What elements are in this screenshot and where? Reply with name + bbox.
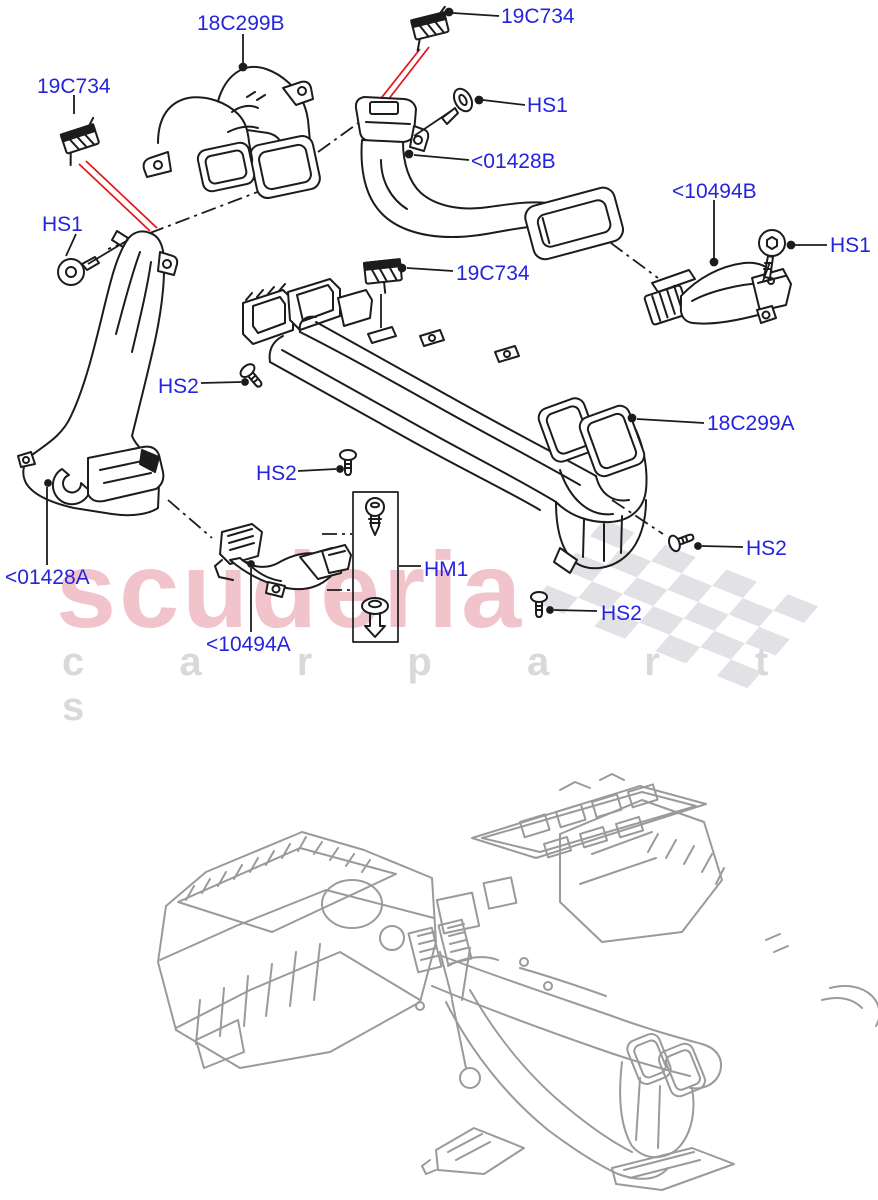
part-01428a-drawing [17,230,179,517]
part-10494a-drawing [214,523,352,598]
hm1-rivet-clip [361,597,389,638]
part-01428b-drawing [354,96,624,261]
part-label-10494a[interactable]: <10494A [206,633,291,656]
clip-19c734-mid [362,258,403,294]
part-label-19c734-left[interactable]: 19C734 [37,75,111,98]
screw-hs2-left [239,363,263,388]
part-18c299a-drawing [242,278,648,574]
part-label-hs2-left[interactable]: HS2 [158,375,199,398]
part-10494b-drawing [643,261,792,326]
part-label-01428a[interactable]: <01428A [5,566,90,589]
leader-lines [44,7,827,632]
fastener-box-hm1 [352,491,399,643]
screw-hs1-right [758,229,786,279]
clip-19c734-top [410,5,450,52]
checkered-flag-watermark [533,520,819,689]
part-18c299b-drawing [142,65,321,200]
screw-hs1-top [441,87,474,125]
part-label-hm1[interactable]: HM1 [424,558,469,581]
part-label-hs2-mid[interactable]: HS2 [256,462,297,485]
part-label-hs1-right[interactable]: HS1 [830,234,871,257]
clip-19c734-left [59,116,100,167]
part-label-19c734-top[interactable]: 19C734 [501,5,575,28]
screw-hs2-right [667,533,695,553]
watermark-tagline: c a r p a r t s [62,640,811,729]
screw-hs2-mid [339,449,357,476]
part-label-hs1-left[interactable]: HS1 [42,213,83,236]
hm1-pushpin-screw [365,497,385,536]
part-label-01428b[interactable]: <01428B [471,150,556,173]
part-label-18c299a[interactable]: 18C299A [707,412,795,435]
screw-hs2-bottom [530,591,548,618]
part-label-hs2-bottom[interactable]: HS2 [601,602,642,625]
part-label-hs1-top[interactable]: HS1 [527,94,568,117]
part-label-18c299b[interactable]: 18C299B [197,12,285,35]
part-label-10494b[interactable]: <10494B [672,180,757,203]
part-label-hs2-right[interactable]: HS2 [746,537,787,560]
hvac-assembly-reference-drawing [157,773,878,1191]
watermark-brand: scuderia [56,527,524,652]
part-label-19c734-mid[interactable]: 19C734 [456,262,530,285]
